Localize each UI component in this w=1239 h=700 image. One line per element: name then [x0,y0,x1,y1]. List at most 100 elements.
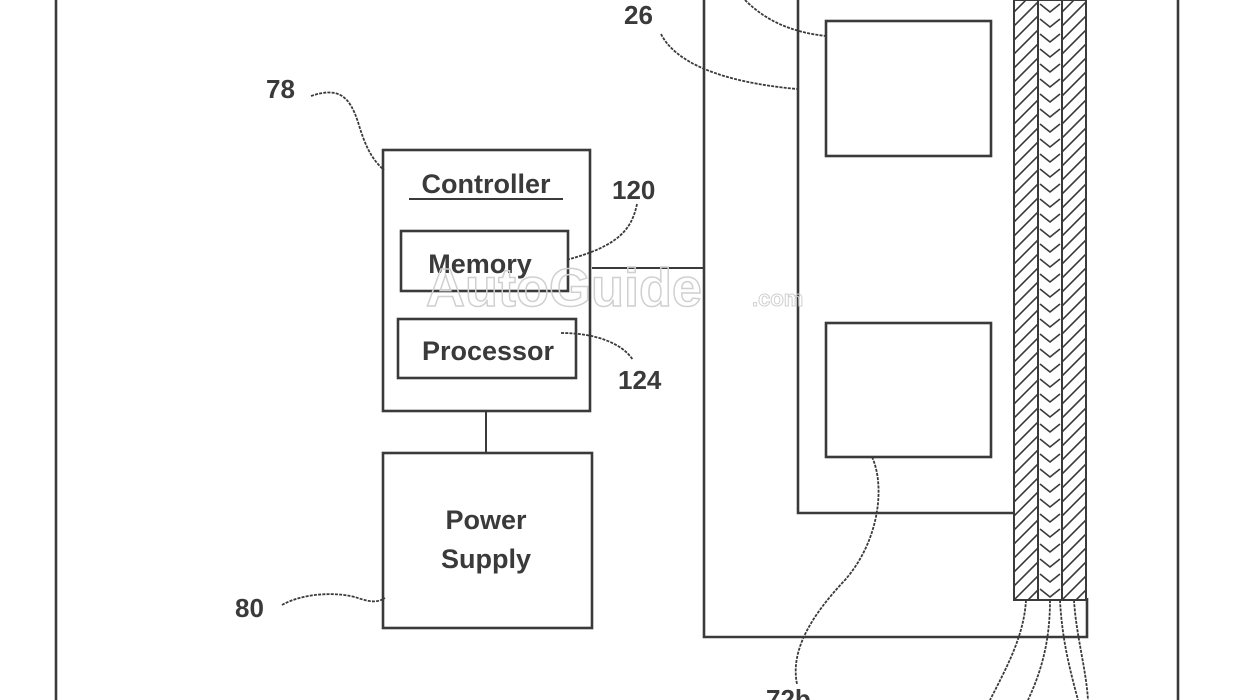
chevron-mark [1039,558,1061,569]
hatch-stroke [1014,127,1038,153]
ref-124: 124 [618,365,662,395]
hatch-stroke [1062,71,1086,97]
hatch-stroke [1014,113,1038,139]
leader-26 [660,33,798,90]
leader-upper-module [744,0,827,37]
hatch-stroke [1062,15,1086,41]
hatch-stroke [1062,477,1086,503]
hatch-stroke [1014,99,1038,125]
chevron-mark [1039,453,1061,464]
hatch-stroke [1062,421,1086,447]
hatch-stroke [1014,0,1028,13]
chevron-mark [1039,573,1061,584]
hatch-stroke [1014,43,1038,69]
chevron-mark [1039,123,1061,134]
hatch-stroke [1014,632,1038,656]
leader-80 [281,593,386,606]
chevron-mark [1039,288,1061,299]
hatch-stroke [1062,85,1086,111]
hatch-stroke [1062,519,1086,545]
leader-wall-layer-2 [1027,599,1051,700]
hatch-stroke [1014,547,1038,573]
inner-panel [796,0,1014,515]
hatch-stroke [1062,618,1086,642]
chevron-mark [1039,303,1061,314]
hatch-stroke [1062,561,1086,587]
chevron-mark [1039,258,1061,269]
chevron-mark [1039,408,1061,419]
hatch-stroke [1062,547,1086,573]
chevron-mark [1039,423,1061,434]
hatch-stroke [1014,604,1038,628]
hatch-stroke [1062,0,1076,13]
hatch-stroke [1014,561,1038,587]
hatch-stroke [1014,575,1038,600]
hatch-stroke [1062,267,1086,293]
leader-wall-layer-4 [1073,599,1089,700]
hatch-stroke [1062,449,1086,475]
hatch-stroke [1062,435,1086,461]
hatch-stroke [1014,281,1038,307]
layered-wall-outline [1013,0,1087,601]
hatch-stroke [1014,449,1038,475]
hatch-stroke [1062,379,1086,405]
hatch-stroke [1062,281,1086,307]
hatch-stroke [1014,435,1038,461]
hatch-stroke [1014,211,1038,237]
housing-outer-box [702,0,1089,639]
hatch-stroke [1014,155,1038,181]
chevron-mark [1039,228,1061,239]
hatch-stroke [1062,604,1086,628]
power-supply-label-line2: Supply [441,544,531,574]
hatch-stroke [1062,99,1086,125]
middle-strip-chevrons [1039,3,1061,599]
hatch-stroke [1014,477,1038,503]
chevron-mark [1039,108,1061,119]
chevron-mark [1039,273,1061,284]
hatch-stroke [1014,141,1038,167]
hatch-stroke [1074,589,1086,600]
memory-label: Memory [428,249,532,279]
chevron-mark [1039,243,1061,254]
watermark-main: AutoGuide [426,258,702,318]
hatch-stroke [1014,169,1038,195]
processor-box [396,317,578,380]
hatch-stroke [1062,365,1086,391]
hatch-stroke [1014,407,1038,433]
chevron-mark [1039,543,1061,554]
leader-72b [794,456,880,685]
hatch-stroke [1062,43,1086,69]
hatch-stroke [1014,365,1038,391]
hatch-stroke [1062,29,1086,55]
chevron-mark [1039,3,1061,14]
ref-78: 78 [266,74,295,104]
hatch-stroke [1062,169,1086,195]
hatch-stroke [1014,71,1038,97]
hatch-stroke [1014,239,1038,265]
hatch-stroke [1014,85,1038,111]
watermark-suffix: .com [752,286,803,311]
hatch-stroke [1014,197,1038,223]
hatch-stroke [1014,519,1038,545]
right-strip-hatch [1062,0,1086,642]
chevron-mark [1039,318,1061,329]
chevron-mark [1039,153,1061,164]
hatch-stroke [1062,323,1086,349]
hatch-stroke [1014,379,1038,405]
hatch-stroke [1062,463,1086,489]
hatch-stroke [1014,505,1038,531]
chevron-mark [1039,363,1061,374]
hatch-stroke [1014,323,1038,349]
hatch-stroke [1062,295,1086,321]
hatch-stroke [1014,309,1038,335]
hatch-stroke [1062,141,1086,167]
chevron-mark [1039,138,1061,149]
chevron-mark [1039,588,1061,599]
hatch-stroke [1014,421,1038,447]
chevron-mark [1039,378,1061,389]
hatch-stroke [1014,393,1038,419]
hatch-stroke [1062,491,1086,517]
power-supply-box [381,451,594,630]
hatch-stroke [1014,267,1038,293]
hatch-stroke [1014,463,1038,489]
